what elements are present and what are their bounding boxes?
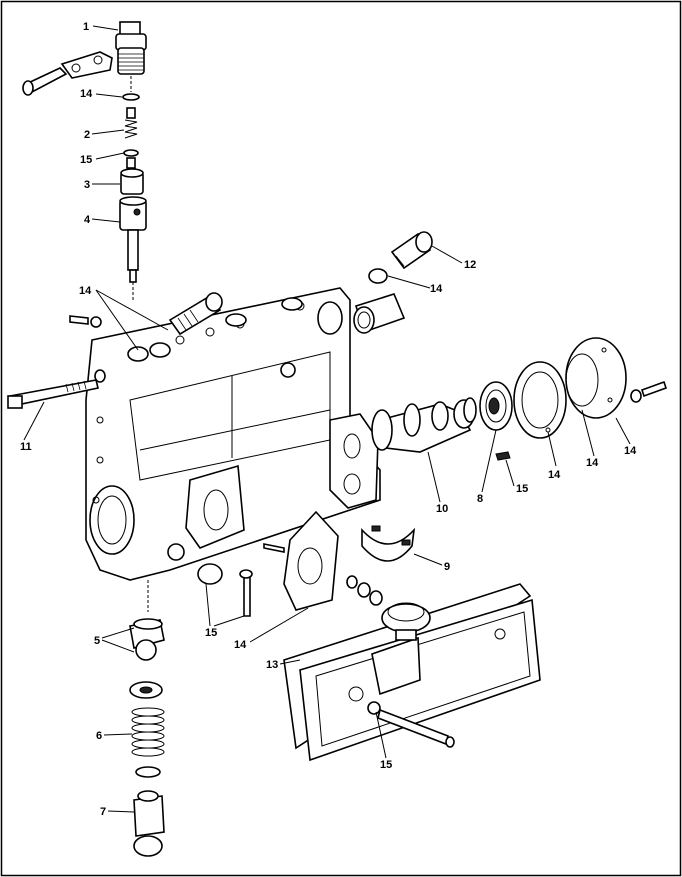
end-plate: [565, 337, 627, 419]
callout-label-9: 9: [444, 561, 450, 573]
callout-label-7: 7: [100, 806, 106, 818]
pump-housing: [85, 287, 381, 581]
delivery-valve-holder: [115, 21, 147, 75]
flange-gasket: [283, 510, 339, 611]
leader-line-15: [505, 459, 515, 487]
leader-line-14: [615, 417, 631, 445]
callout-label-2: 2: [84, 129, 90, 141]
leader-line-14: [581, 409, 595, 457]
callout-label-15: 15: [380, 759, 392, 771]
leader-line-5: [101, 639, 135, 653]
callout-label-13: 13: [266, 659, 278, 671]
leader-line-4: [91, 218, 121, 223]
callout-label-14: 14: [548, 469, 561, 481]
stud-nut-washer: [346, 575, 383, 606]
callout-label-11: 11: [20, 441, 32, 453]
callout-label-14: 14: [80, 88, 93, 100]
leader-line-14: [95, 93, 123, 98]
control-rod: [7, 369, 106, 409]
leader-line-15: [375, 711, 387, 759]
callout-label-4: 4: [84, 214, 91, 226]
roller-tappet: [133, 790, 165, 857]
leader-line-15: [205, 583, 211, 627]
callout-label-15: 15: [516, 483, 528, 495]
callout-label-14: 14: [430, 283, 443, 295]
leader-line-13: [279, 659, 301, 665]
end-plate-washer: [630, 389, 642, 403]
leader-line-8: [481, 429, 497, 493]
drain-plug: [197, 563, 223, 585]
inlet-sleeve: [353, 293, 406, 334]
callout-label-12: 12: [464, 259, 476, 271]
leader-line-15: [213, 615, 245, 627]
valve-guide: [126, 157, 136, 169]
callout-label-14: 14: [234, 639, 247, 651]
bearing-shell: [361, 525, 416, 562]
callout-label-10: 10: [436, 503, 448, 515]
top-union-fitting: [168, 292, 223, 336]
delivery-valve-body: [120, 168, 144, 195]
inlet-plug: [390, 231, 433, 270]
bearing-housing-ring: [513, 361, 567, 439]
leader-line-2: [91, 129, 125, 135]
leader-line-7: [107, 810, 135, 813]
woodruff-key: [495, 451, 511, 461]
callout-labels: 1 14 2 15 3 4 12 14 14 11 8 15 10 14 14 14 9 15 14 5 13 6 15 7: [20, 21, 637, 818]
leader-line-1: [92, 25, 119, 31]
shim-washer: [123, 149, 139, 157]
camshaft: [371, 399, 475, 453]
leader-lines: [23, 25, 631, 813]
callout-label-14: 14: [79, 285, 92, 297]
tapered-bearing: [479, 381, 513, 431]
gasket-stud: [263, 543, 285, 553]
control-sleeve: [129, 618, 165, 661]
callout-label-8: 8: [477, 493, 483, 505]
leader-line-14: [387, 275, 431, 289]
bearing-shim: [463, 397, 477, 423]
leader-line-5: [101, 627, 135, 639]
callout-label-14: 14: [624, 445, 637, 457]
leader-line-14: [95, 289, 139, 351]
leader-line-15: [95, 152, 125, 160]
leader-line-9: [413, 553, 443, 566]
lower-spring-seat: [135, 766, 161, 778]
inspection-cover: [283, 583, 541, 762]
leader-line-6: [103, 733, 133, 736]
leader-line-14: [547, 431, 557, 467]
callout-label-1: 1: [83, 21, 89, 33]
leader-line-10: [427, 451, 441, 503]
housing-screw: [69, 315, 102, 328]
leader-line-14: [249, 607, 309, 643]
callout-label-5: 5: [94, 635, 100, 647]
inlet-seal-ring: [368, 268, 388, 284]
end-plate-bolt: [640, 380, 668, 398]
valve-spring: [124, 107, 138, 139]
leader-line-11: [23, 401, 45, 441]
plunger-and-barrel: [119, 196, 147, 300]
callout-label-14: 14: [586, 457, 599, 469]
plunger-spring: [131, 707, 165, 757]
sealing-washer: [122, 93, 140, 101]
leader-line-12: [431, 245, 463, 264]
callout-label-6: 6: [96, 730, 102, 742]
banjo-fitting: [22, 51, 113, 96]
leader-line-14: [95, 289, 169, 331]
callout-label-3: 3: [84, 179, 90, 191]
callout-label-15: 15: [205, 627, 217, 639]
drain-bolt: [243, 573, 251, 617]
callout-label-15: 15: [80, 154, 92, 166]
